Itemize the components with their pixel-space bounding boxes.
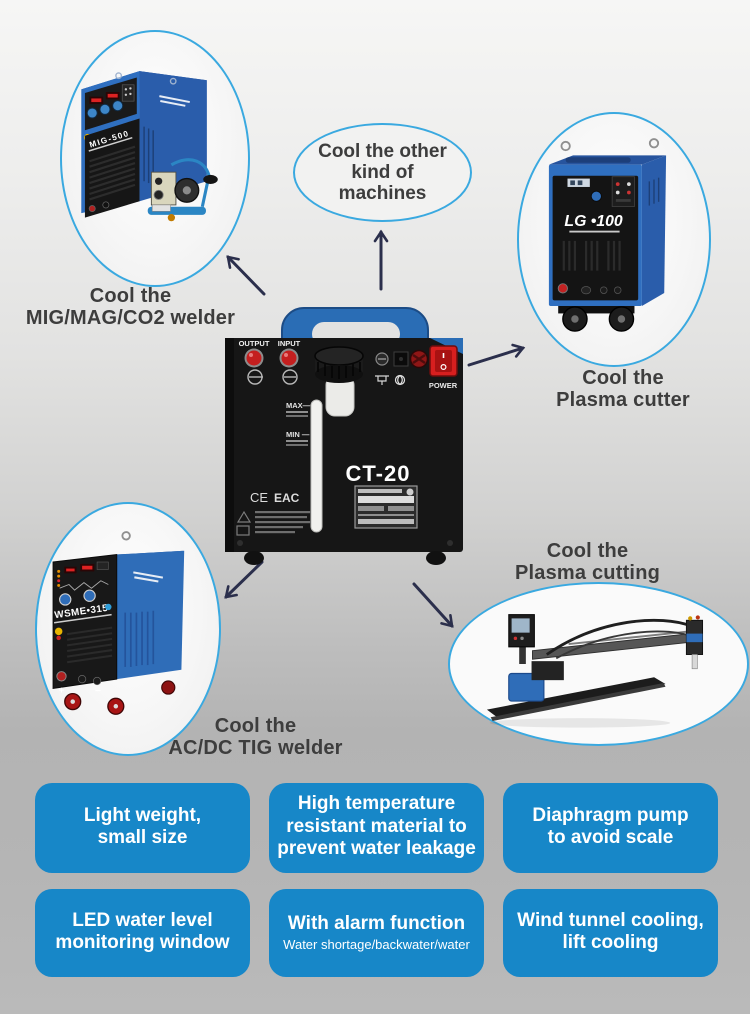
fuse-holder (375, 352, 389, 366)
other-caption-line3: machines (338, 183, 427, 205)
water-level-window (310, 399, 323, 533)
other-caption-line1: Cool the other (318, 140, 447, 162)
svg-text:+: + (59, 685, 65, 695)
filler-cap (314, 346, 364, 417)
plasma-cutter-image: LG •100 (548, 138, 667, 332)
other-machines-bubble: Cool the other kind of machines (293, 123, 472, 222)
mig-welder-image: MIG-500 (81, 71, 218, 222)
plasma-cutter-caption: Cool the Plasma cutter (528, 367, 718, 411)
warning-text-block (236, 510, 311, 536)
plasma-cutting-machine-image (486, 614, 703, 728)
feature-alarm-function: With alarm function Water shortage/backw… (269, 889, 484, 977)
feature-wind-tunnel-cooling: Wind tunnel cooling, lift cooling (503, 889, 718, 977)
alarm-buzzer (409, 349, 429, 369)
tig-caption: Cool the AC/DC TIG welder (138, 715, 373, 759)
svg-text:−: − (95, 686, 101, 697)
min-level-label: MIN — (286, 430, 310, 439)
power-switch (429, 345, 458, 377)
ce-mark: CE (250, 490, 268, 505)
plasma-cutting-caption-line2: Plasma cutting (514, 562, 661, 584)
arrow-to-plasma-cutting (412, 582, 454, 628)
mig-caption: Cool the MIG/MAG/CO2 welder (8, 285, 253, 329)
input-port-label: INPUT (278, 339, 301, 348)
foot (244, 551, 264, 565)
tig-caption-line1: Cool the (214, 715, 297, 737)
feature-diaphragm-pump: Diaphragm pump to avoid scale (503, 783, 718, 873)
wire-feeder-image (147, 158, 218, 222)
mig-caption-line1: Cool the (89, 285, 172, 307)
nameplate (354, 485, 418, 529)
max-level-label: MAX— (286, 401, 311, 410)
foot (426, 551, 446, 565)
mig-caption-line2: MIG/MAG/CO2 welder (25, 307, 236, 329)
output-port-label: OUTPUT (239, 339, 270, 348)
feature-leakproof-material: High temperature resistant material to p… (269, 783, 484, 873)
other-machines-text: Cool the other kind of machines (318, 141, 447, 205)
eac-mark: EAC (274, 491, 300, 505)
tig-welder-photo-bubble: WSME•315 + − (35, 502, 221, 756)
arrow-to-plasma-cutter (467, 343, 526, 367)
power-switch-label: POWER (429, 381, 458, 390)
output-connector (244, 348, 264, 368)
plasma-cutter-model-label: LG •100 (564, 213, 622, 230)
plasma-cutting-caption-line1: Cool the (546, 540, 629, 562)
ct20-cooler-image: OUTPUT INPUT (225, 307, 463, 565)
tig-caption-line2: AC/DC TIG welder (168, 737, 343, 759)
feature-grid: Light weight, small size High temperatur… (35, 783, 718, 977)
input-connector (279, 348, 299, 368)
ct20-model-label: CT-20 (346, 461, 411, 486)
mig-welder-photo-bubble: MIG-500 (60, 30, 250, 287)
tig-welder-image: WSME•315 + − (52, 531, 185, 715)
fan-icon (394, 374, 406, 386)
other-caption-line2: kind of (351, 161, 414, 183)
plasma-cutting-caption: Cool the Plasma cutting (470, 540, 705, 584)
plasma-cutter-photo-bubble: LG •100 (517, 112, 711, 367)
flow-icon (375, 375, 389, 385)
brand-logo (159, 95, 190, 107)
feature-light-weight: Light weight, small size (35, 783, 250, 873)
plasma-cutter-caption-line2: Plasma cutter (556, 389, 690, 411)
plasma-cutting-photo-bubble (448, 582, 749, 746)
plasma-cutter-caption-line1: Cool the (582, 367, 664, 389)
feature-led-water-level: LED water level monitoring window (35, 889, 250, 977)
